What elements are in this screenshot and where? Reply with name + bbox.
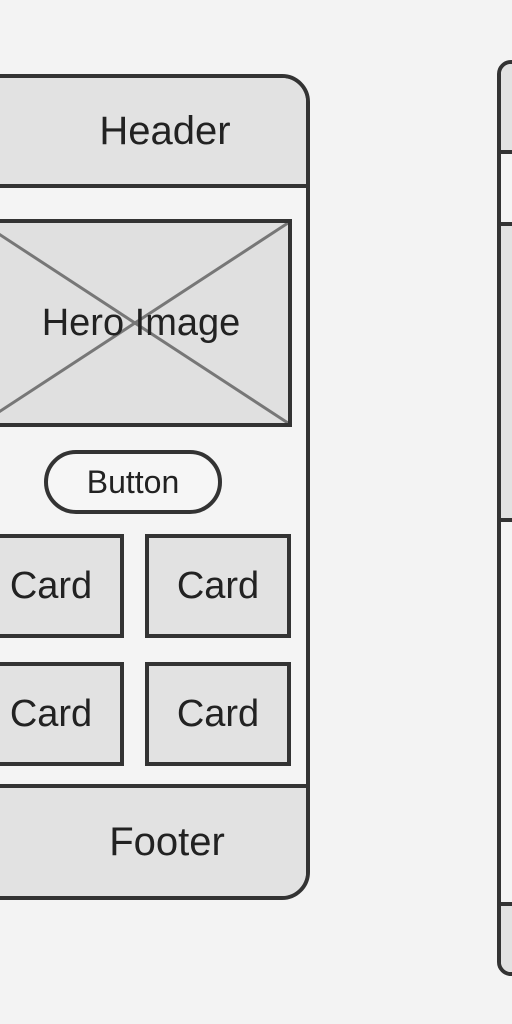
secondary-footer-block: [501, 902, 512, 972]
card-1[interactable]: Card: [0, 534, 124, 638]
header-label: Header: [99, 108, 231, 153]
hero-image-placeholder: Hero Image: [0, 219, 292, 427]
card-3[interactable]: Card: [0, 662, 124, 766]
image-placeholder-icon: [0, 223, 288, 423]
card-2[interactable]: Card: [145, 534, 291, 638]
footer-label: Footer: [109, 819, 225, 864]
wireframe-footer: Footer: [0, 784, 306, 896]
primary-button[interactable]: Button: [44, 450, 222, 514]
secondary-wireframe-frame: [497, 60, 512, 976]
hero-image-label: Hero Image: [41, 301, 241, 344]
secondary-row-block: [501, 154, 512, 226]
card-4[interactable]: Card: [145, 662, 291, 766]
secondary-header-block: [501, 64, 512, 154]
wireframe-header: Header: [0, 78, 306, 188]
secondary-hero-block: [501, 226, 512, 522]
mobile-wireframe-frame: Header Hero Image Button Card Card Card …: [0, 74, 310, 900]
